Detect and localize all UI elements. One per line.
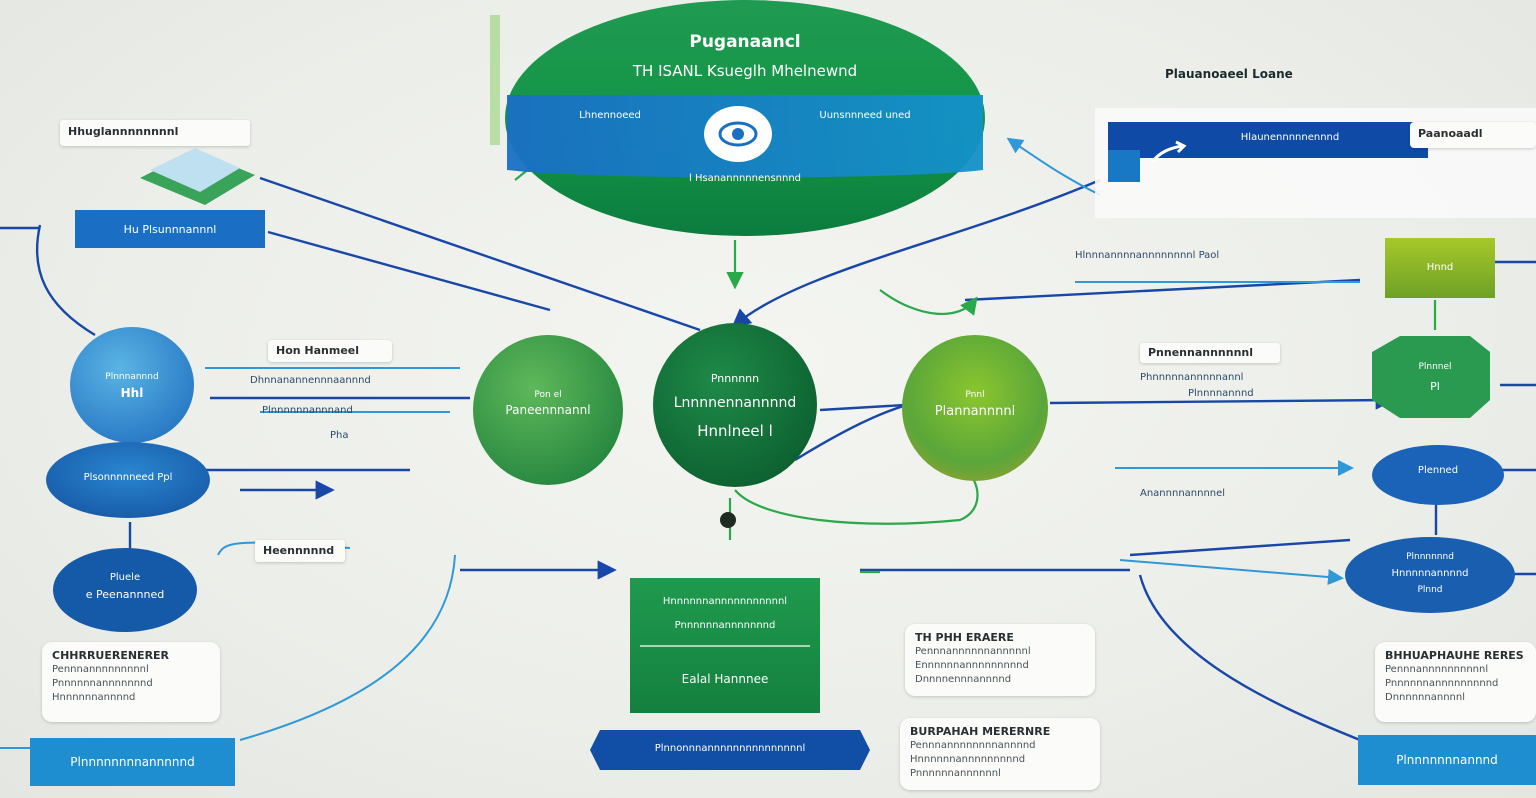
connectors-light-blue: [0, 137, 1360, 749]
right-node-shapes: [1345, 238, 1536, 785]
note-card-1-heading: TH PHH ERAERE: [915, 631, 1014, 644]
center-main-circle-top: Pnnnnnn: [710, 372, 760, 385]
note-card-2-line: Pennnannnnnnnnannnnd: [910, 740, 1036, 751]
center-stack-line2: Pnnnnnnannnnnnnd: [674, 620, 776, 631]
left-middle-oval: Plsonnnnneed Ppl: [83, 472, 173, 483]
left-label-d: Pha: [330, 430, 349, 441]
center-stack-bottom: Ealal Hannnee: [681, 672, 769, 686]
top-hub-bottom-label: l Hsanannnnnensnnnd: [688, 173, 802, 184]
right-label-b: Pnnennannnnnnl: [1140, 343, 1280, 363]
note-card-4: BHHUAPHAUHE RERES Pennnannnnnnnnnnl Pnnn…: [1375, 642, 1536, 722]
right-circle: Pl: [1430, 380, 1440, 393]
center-stack-ribbon: Plnnonnnannnnnnnnnnnnnnnl: [654, 743, 806, 754]
connectors-blue: [0, 176, 1536, 742]
right-oval-low-bottom: Plnnd: [1417, 585, 1443, 595]
top-left-tag: Hhuglannnnnnnnl: [60, 120, 250, 146]
right-label-c: Phnnnnnannnnnannl: [1140, 372, 1244, 383]
note-card-4-line: Pennnannnnnnnnnnl: [1385, 664, 1489, 675]
left-upper-circle-top: Plnnnannnd: [105, 372, 159, 382]
top-left-shapes: [75, 148, 265, 248]
note-card-2-line: Hnnnnnnannnnnnnnnd: [910, 754, 1026, 765]
right-oval-low-top: Plnnnnnnd: [1406, 552, 1454, 562]
note-card-4-heading: BHHUAPHAUHE RERES: [1385, 649, 1524, 662]
note-card-3-heading: CHHRRUERENERER: [52, 649, 170, 662]
landscape-icon: [160, 145, 240, 185]
note-card-3-line: Hnnnnnnannnnd: [52, 692, 136, 703]
bottom-left-shapes: [30, 738, 235, 786]
right-label-a: Hlnnnannnnannnnnnnnl Paol: [1075, 250, 1220, 261]
left-node-shapes: [46, 327, 210, 632]
center-left-circle: Paneennnannl: [505, 403, 591, 417]
arrow-swoosh-icon: [1148, 138, 1188, 168]
top-right-bar-label: Hlaunennnnnennnd: [1240, 132, 1340, 143]
note-card-4-line: Dnnnnnnannnnl: [1385, 692, 1465, 703]
bottom-left-box: Plnnnnnnnnannnnnd: [70, 755, 195, 769]
top-hub-subtitle: TH ISANL Ksueglh Mhelnewnd: [632, 62, 858, 80]
right-label-d: Plnnnnannnd: [1188, 388, 1254, 399]
top-left-box-label: Hu Plsunnnannnl: [123, 222, 217, 236]
left-lower-oval-top: Pluele: [109, 572, 141, 583]
note-card-3-line: Pennnannnnnnnnnl: [52, 664, 149, 675]
center-right-circle-top: Pnnl: [965, 390, 985, 400]
center-stack-line1: Hnnnnnnannnnnnnnnnnl: [662, 596, 788, 607]
center-main-circle: Lnnnnennannnnd: [673, 395, 797, 411]
note-card-1-line: Pennnannnnnnannnnnl: [915, 646, 1031, 657]
center-main-circle-bottom: Hnnlneel l: [697, 422, 773, 440]
left-label-a: Hon Hanmeel: [268, 340, 392, 362]
note-card-1-line: Ennnnnnannnnnnnnnd: [915, 660, 1029, 671]
left-lower-oval: e Peenannned: [85, 588, 165, 601]
left-label-e: Heennnnnd: [255, 540, 345, 562]
note-card-2-heading: BURPAHAH MERERNRE: [910, 725, 1051, 738]
right-oval-mid: Plenned: [1417, 465, 1459, 476]
top-right-heading: Plauanoaeel Loane: [1165, 67, 1293, 81]
eye-circle-icon: [704, 106, 772, 162]
right-oval-low: Hnnnnnannnnd: [1391, 568, 1469, 579]
center-left-circle-top: Pon el: [534, 390, 562, 400]
left-upper-circle: Hhl: [120, 386, 144, 400]
top-right-tag: Paanoaadl: [1410, 122, 1536, 148]
right-top-box: Hnnd: [1426, 262, 1454, 273]
note-card-2-line: Pnnnnnnannnnnnl: [910, 768, 1001, 779]
note-card-2: BURPAHAH MERERNRE Pennnannnnnnnnannnnd H…: [900, 718, 1100, 790]
top-hub-left-label: Lhnennoeed: [579, 110, 641, 121]
note-card-1: TH PHH ERAERE Pennnannnnnnannnnnl Ennnnn…: [905, 624, 1095, 696]
left-label-c: Plnnnnnnannnand: [262, 405, 353, 416]
right-circle-top: Plnnnel: [1418, 362, 1452, 372]
top-hub-title: Puganaancl: [689, 32, 801, 52]
bottom-right-box: Plnnnnnnnannnd: [1396, 753, 1498, 767]
center-right-circle: Plannannnnl: [934, 404, 1016, 419]
top-hub-right-label: Uunsnnneed uned: [819, 110, 911, 121]
center-stack-shapes: [590, 578, 870, 770]
right-label-e: Anannnnannnnel: [1140, 488, 1226, 499]
note-card-3: CHHRRUERENERER Pennnannnnnnnnnl Pnnnnnna…: [42, 642, 220, 722]
note-card-3-line: Pnnnnnnannnnnnnd: [52, 678, 153, 689]
left-label-b: Dhnnanannennnaannnd: [250, 375, 371, 386]
note-card-1-line: Dnnnnennnannnnd: [915, 674, 1012, 685]
center-circle-shapes: [473, 323, 1048, 528]
note-card-4-line: Pnnnnnnannnnnnnnnd: [1385, 678, 1499, 689]
